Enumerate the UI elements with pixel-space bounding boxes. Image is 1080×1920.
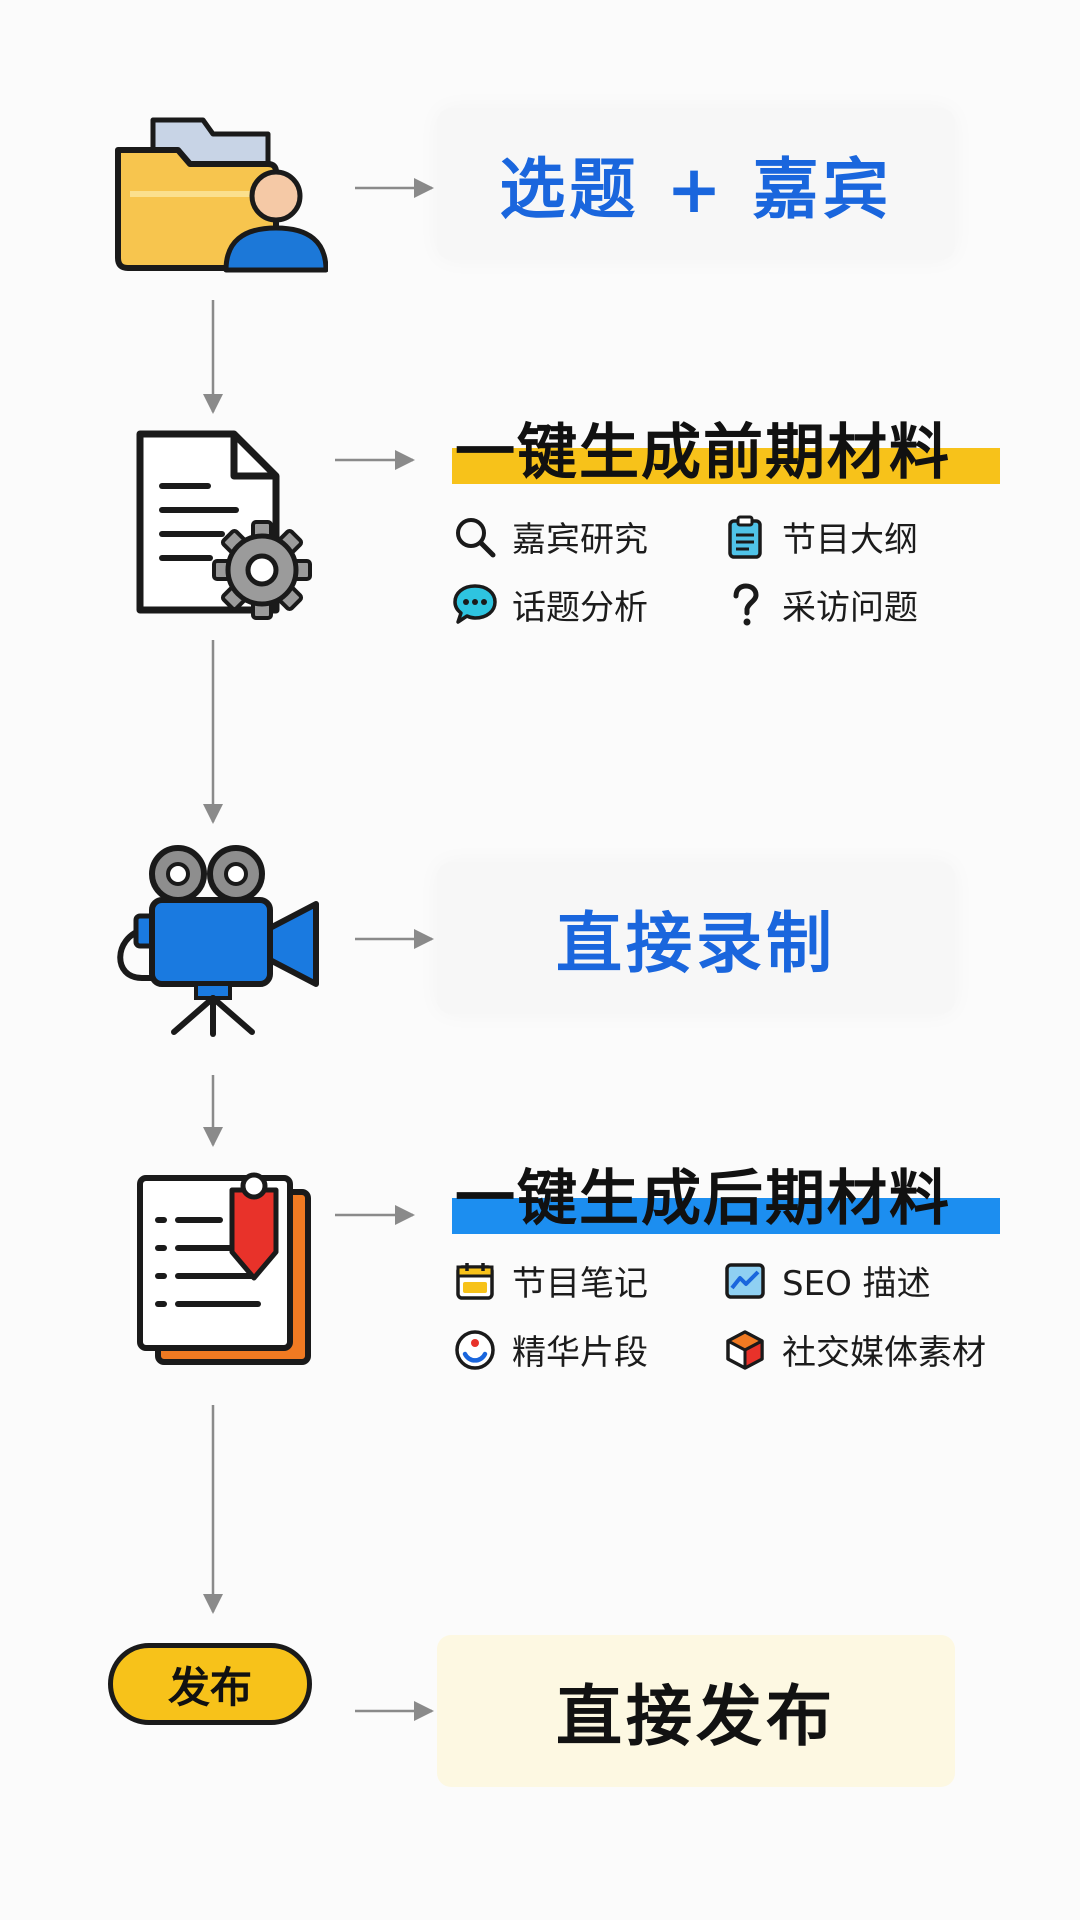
search-icon [452, 514, 498, 560]
clipboard-icon [722, 514, 768, 560]
step4-item-3-label: 精华片段 [512, 1333, 648, 1373]
video-camera-icon [117, 845, 319, 1037]
step4-item-1-label: 节目笔记 [512, 1264, 648, 1304]
step3-title: 直接录制 [556, 905, 836, 982]
step2-item-3-label: 话题分析 [512, 588, 648, 628]
notes-pin-icon [137, 1172, 311, 1365]
step2-item-2-label: 节目大纲 [782, 520, 918, 560]
step2-item-4-label: 采访问题 [782, 588, 918, 628]
step4-item-4-label: 社交媒体素材 [782, 1333, 986, 1373]
step2-title-bar [452, 448, 1000, 484]
step2-item-4: 采访问题 [722, 580, 918, 629]
clip-icon [452, 1327, 498, 1373]
step2-item-3: 话题分析 [452, 580, 648, 629]
step4-item-4: 社交媒体素材 [722, 1325, 986, 1374]
publish-badge: 发布 [108, 1643, 312, 1725]
document-gear-icon [136, 430, 312, 620]
step1-title: 选题 + 嘉宾 [499, 151, 893, 228]
step4-title-bar [452, 1198, 1000, 1234]
step4-title: 一键生成后期材料 [455, 1164, 951, 1234]
step5-title: 直接发布 [556, 1678, 836, 1755]
step1-box: 选题 + 嘉宾 [437, 108, 955, 260]
step2-item-2: 节目大纲 [722, 512, 918, 561]
chat-bubble-icon [452, 582, 498, 628]
calendar-icon [452, 1258, 498, 1304]
step4-item-2-label: SEO 描述 [782, 1264, 931, 1304]
chart-icon [722, 1258, 768, 1304]
question-icon [722, 582, 768, 628]
step4-item-2: SEO 描述 [722, 1256, 931, 1305]
step4-item-1: 节目笔记 [452, 1256, 648, 1305]
step3-box: 直接录制 [437, 862, 955, 1014]
step2-title: 一键生成前期材料 [455, 418, 951, 488]
step5-box: 直接发布 [437, 1635, 955, 1787]
step2-item-1-label: 嘉宾研究 [512, 520, 648, 560]
folder-user-icon [115, 117, 328, 273]
step4-item-3: 精华片段 [452, 1325, 648, 1374]
step2-item-1: 嘉宾研究 [452, 512, 648, 561]
cube-icon [722, 1327, 768, 1373]
